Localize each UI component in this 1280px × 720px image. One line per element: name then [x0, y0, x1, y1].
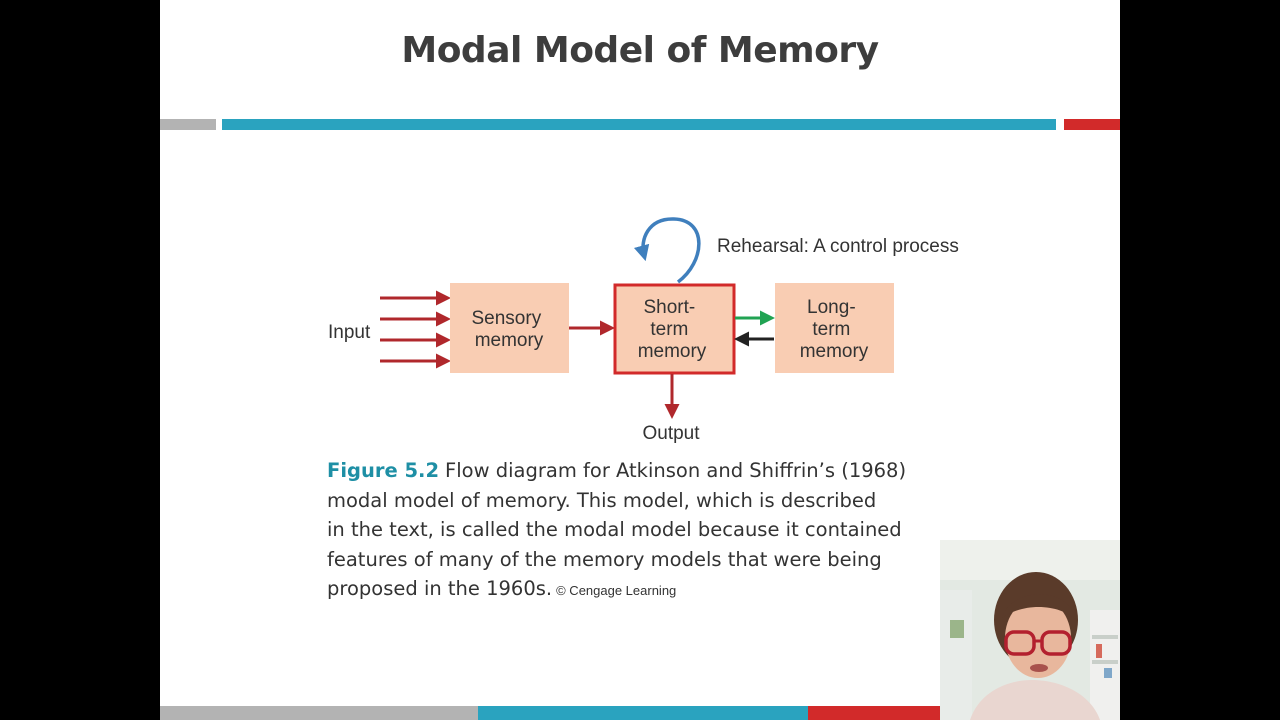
caption-credit: © Cengage Learning	[556, 583, 677, 598]
webcam-video-overlay	[940, 540, 1120, 720]
short-term-line-1: Short-	[643, 297, 695, 318]
long-term-line-2: term	[812, 319, 850, 340]
long-term-line-3: memory	[800, 341, 869, 362]
short-term-line-3: memory	[638, 341, 707, 362]
caption-text-5: proposed in the 1960s.	[327, 577, 553, 600]
input-arrows	[380, 290, 451, 369]
header-bar-gray	[160, 119, 216, 130]
caption-line-4: features of many of the memory models th…	[327, 547, 882, 571]
footer-bar-gray	[160, 706, 478, 720]
output-label: Output	[642, 423, 700, 444]
rehearsal-label: Rehearsal: A control process	[717, 236, 959, 257]
short-term-memory-box	[613, 283, 736, 375]
caption-line-3: in the text, is called the modal model b…	[327, 518, 902, 541]
long-term-memory-box	[775, 283, 894, 373]
slide: Modal Model of Memory Input	[160, 0, 1120, 720]
caption-line-2: modal model of memory. This model, which…	[327, 488, 877, 512]
rehearsal-loop-arrow	[633, 217, 701, 284]
sensory-line-1: Sensory	[472, 308, 542, 329]
sensory-line-2: memory	[475, 330, 544, 351]
figure-label: Figure 5.2	[327, 459, 440, 482]
short-term-line-2: term	[650, 319, 688, 340]
long-term-memory-label: Long- term memory	[800, 297, 869, 362]
header-bar-red	[1064, 119, 1120, 130]
sensory-memory-box	[450, 283, 569, 373]
footer-bar-teal	[478, 706, 808, 720]
input-label: Input	[328, 322, 371, 343]
webcam-presenter-image	[940, 540, 1120, 720]
caption-line-5: proposed in the 1960s.© Cengage Learning	[327, 574, 927, 606]
caption-text-1: Flow diagram for Atkinson and Shiffrin’s…	[445, 459, 907, 482]
header-bar-teal	[222, 119, 1056, 130]
memory-flow-diagram: Input Sensory memory Short- term memory …	[328, 217, 959, 444]
long-term-line-1: Long-	[807, 297, 856, 318]
short-term-memory-label: Short- term memory	[638, 297, 707, 362]
sensory-memory-label: Sensory memory	[472, 308, 547, 351]
slide-title: Modal Model of Memory	[401, 30, 879, 71]
